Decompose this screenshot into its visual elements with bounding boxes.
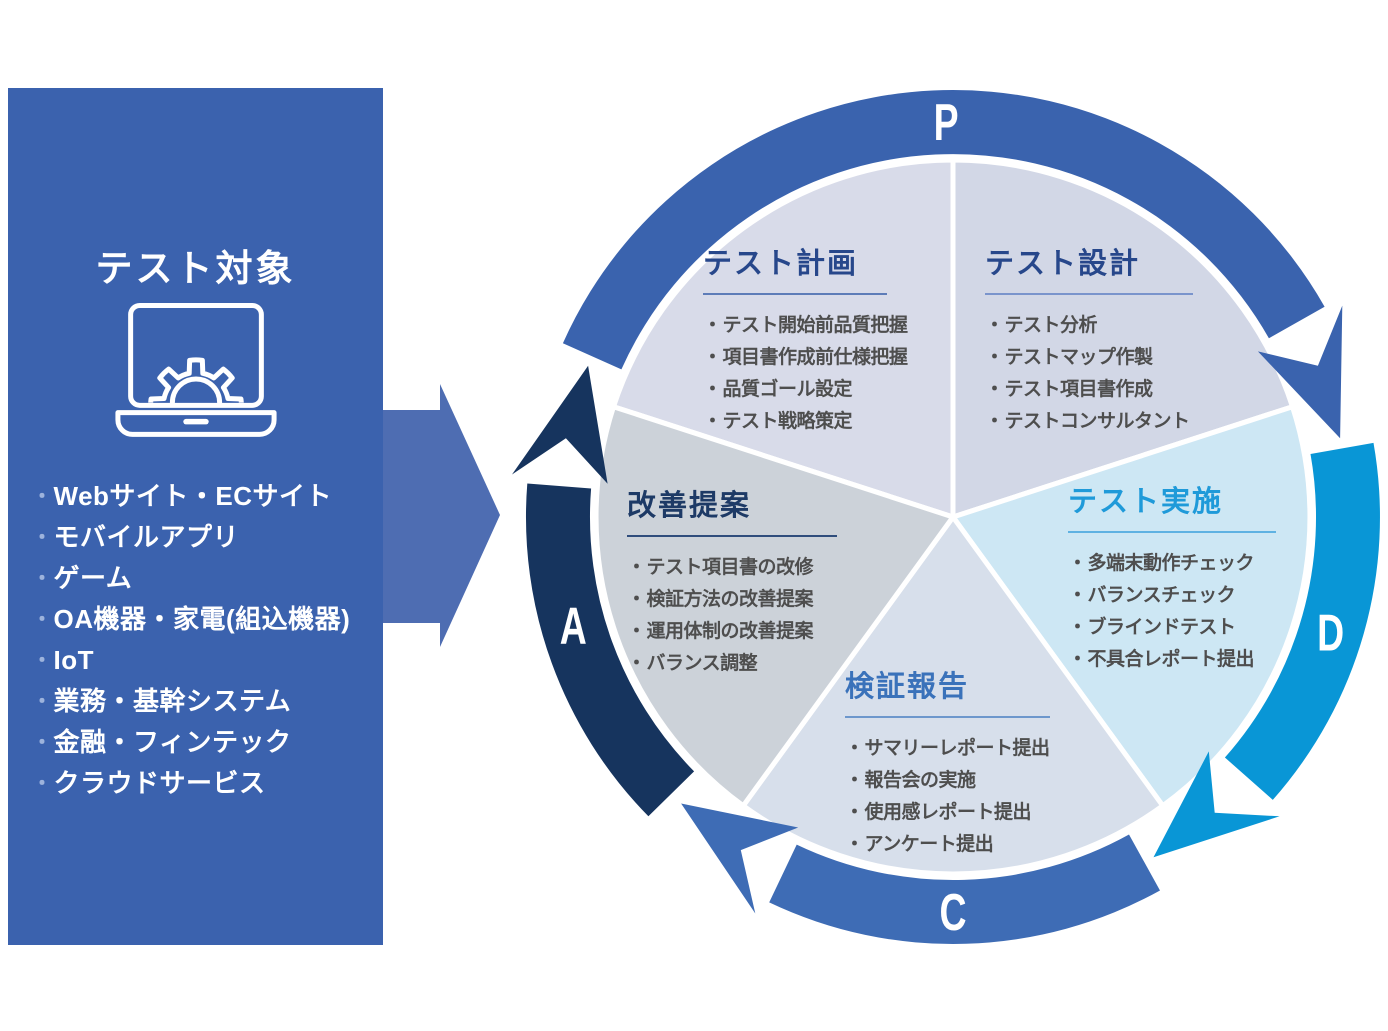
list-item: ブラインドテスト [1068, 612, 1276, 644]
wedge-title: 検証報告 [845, 663, 1050, 718]
list-item: テスト開始前品質把握 [703, 310, 909, 342]
list-item: テスト分析 [985, 310, 1193, 342]
list-item: 多端末動作チェック [1068, 548, 1276, 580]
list-item: テスト項目書作成 [985, 374, 1193, 406]
list-item: バランス調整 [627, 648, 837, 680]
gear-inner-arc [169, 376, 222, 406]
list-item: 品質ゴール設定 [703, 374, 908, 406]
flow-arrow [383, 384, 503, 648]
laptop-base [114, 410, 277, 437]
wedge-item-list: テスト分析テストマップ作製テスト項目書作成テストコンサルタント [985, 310, 1193, 438]
list-item: クラウドサービス [32, 763, 350, 804]
ring-arrowhead-plan [1257, 305, 1343, 439]
ring-arc-act [525, 483, 695, 817]
ring-arc-check [769, 834, 1160, 945]
laptop-base-notch [182, 418, 209, 425]
wedge-test-planning: テスト計画 テスト開始前品質把握項目書作成前仕様把握品質ゴール設定テスト戦略策定 [703, 240, 908, 438]
ring-letter-c: C [939, 883, 966, 942]
wedge-item-list: テスト開始前品質把握項目書作成前仕様把握品質ゴール設定テスト戦略策定 [703, 310, 909, 438]
ring-letter-d: D [1317, 603, 1344, 662]
wedge-item-list: サマリーレポート提出報告会の実施使用感レポート提出アンケート提出 [845, 733, 1051, 861]
list-item: モバイルアプリ [32, 517, 350, 558]
wedge-title: テスト実施 [1068, 478, 1276, 533]
list-item: 金融・フィンテック [32, 722, 350, 763]
list-item: テストコンサルタント [985, 406, 1193, 438]
flow-arrow-head [440, 384, 500, 647]
test-target-list: Webサイト・ECサイトモバイルアプリゲームOA機器・家電(組込機器)IoT業務… [32, 476, 350, 804]
ring-letter-a: A [560, 597, 587, 656]
list-item: 検証方法の改善提案 [627, 584, 837, 616]
ring-arrowhead-do [1153, 751, 1280, 858]
ring-arc-plan [562, 89, 1325, 370]
wedge-item-list: テスト項目書の改修検証方法の改善提案運用体制の改善提案バランス調整 [627, 552, 837, 680]
gear-icon [147, 357, 244, 403]
list-item: 使用感レポート提出 [845, 797, 1050, 829]
list-item: 業務・基幹システム [32, 681, 350, 722]
ring-arc-do [1224, 442, 1380, 800]
list-item: アンケート提出 [845, 829, 1050, 861]
list-item: 運用体制の改善提案 [627, 616, 837, 648]
list-item: 項目書作成前仕様把握 [703, 342, 909, 374]
list-item: Webサイト・ECサイト [32, 476, 350, 517]
list-item: バランスチェック [1068, 580, 1276, 612]
wedge-title: テスト設計 [985, 240, 1193, 295]
wedge-title: 改善提案 [627, 482, 837, 537]
wedge-item-list: 多端末動作チェックバランスチェックブラインドテスト不具合レポート提出 [1068, 548, 1276, 676]
laptop-screen [127, 302, 264, 408]
wedge-test-execution: テスト実施 多端末動作チェックバランスチェックブラインドテスト不具合レポート提出 [1068, 478, 1276, 676]
list-item: テストマップ作製 [985, 342, 1193, 374]
list-item: ゲーム [32, 558, 350, 599]
list-item: IoT [32, 640, 350, 681]
flow-arrow-shaft [383, 410, 441, 623]
ring-arrowhead-check [681, 803, 799, 914]
list-item: テスト戦略策定 [703, 406, 908, 438]
list-item: 不具合レポート提出 [1068, 644, 1276, 676]
test-target-panel: テスト対象 Webサイト・ECサイトモバイルアプリゲームOA機器・家電(組込機器… [8, 88, 383, 945]
laptop-gear-icon [114, 302, 277, 437]
list-item: テスト項目書の改修 [627, 552, 837, 584]
wedge-title: テスト計画 [703, 240, 887, 295]
wedge-verification-report: 検証報告 サマリーレポート提出報告会の実施使用感レポート提出アンケート提出 [845, 663, 1050, 861]
ring-arrowhead-act [512, 365, 608, 484]
wedge-test-design: テスト設計 テスト分析テストマップ作製テスト項目書作成テストコンサルタント [985, 240, 1193, 438]
list-item: OA機器・家電(組込機器) [32, 599, 350, 640]
ring-letter-p: P [934, 93, 959, 152]
wedge-improvement-proposal: 改善提案 テスト項目書の改修検証方法の改善提案運用体制の改善提案バランス調整 [627, 482, 837, 680]
list-item: 報告会の実施 [845, 765, 1050, 797]
panel-title: テスト対象 [95, 248, 296, 289]
list-item: サマリーレポート提出 [845, 733, 1051, 765]
